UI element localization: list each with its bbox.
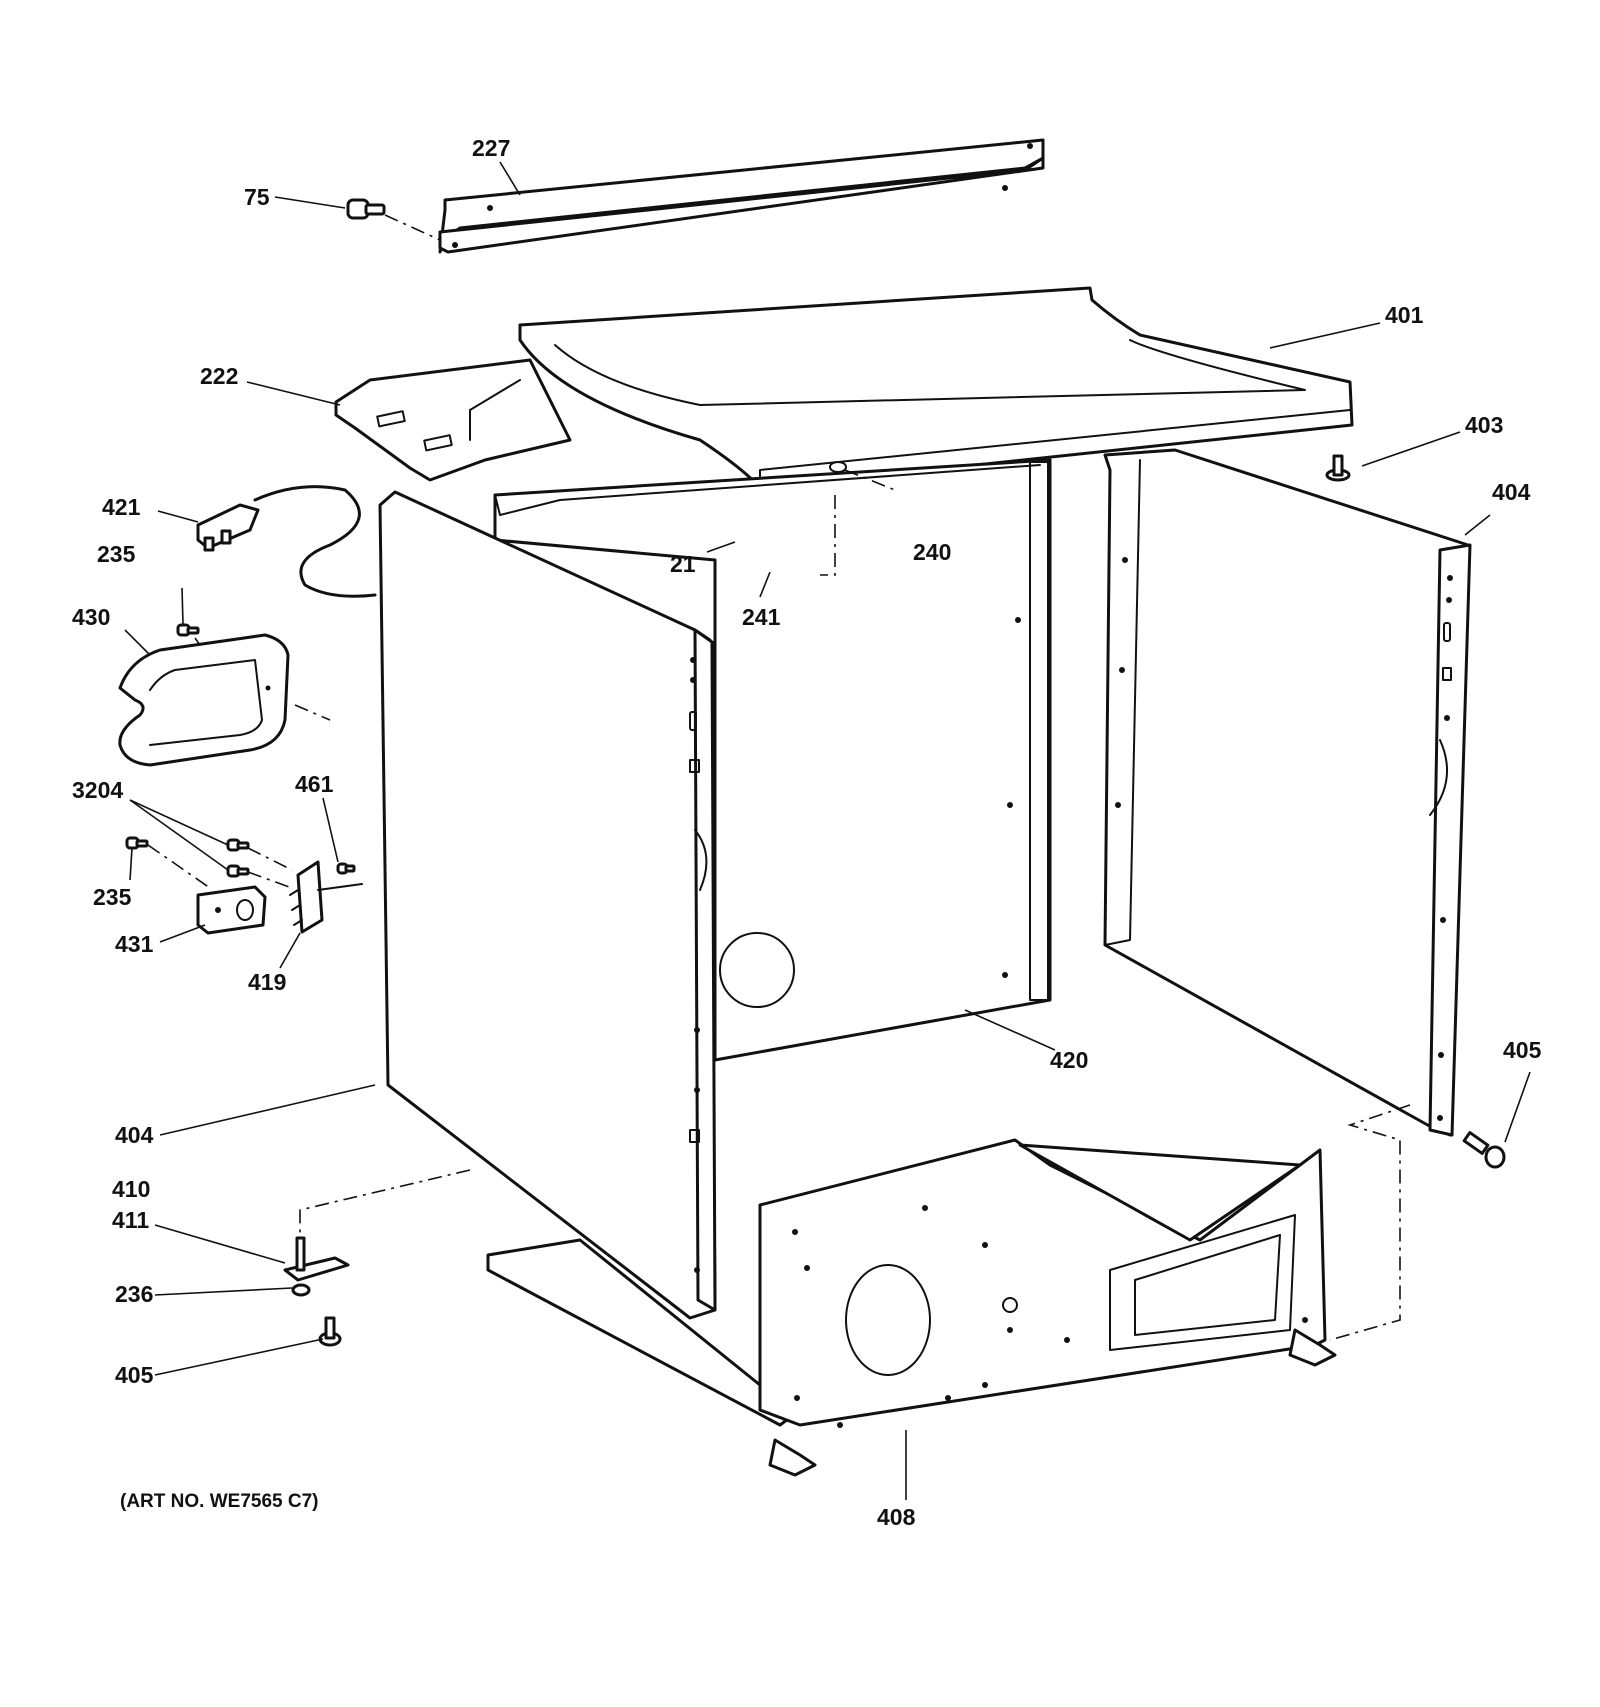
screw-3204-b [226,864,250,878]
callout-227: 227 [472,135,510,161]
callout-431: 431 [115,931,154,957]
bracket-431 [196,885,267,935]
side-panel-404-left [378,490,717,1320]
callout-235-upper: 235 [97,541,136,567]
cover-plate-430 [118,633,290,767]
callout-405-right: 405 [1503,1037,1542,1063]
callout-401: 401 [1385,302,1424,328]
leader-lines [124,161,1531,1500]
callout-408: 408 [877,1504,916,1530]
callout-240: 240 [913,539,951,565]
callout-75: 75 [244,184,270,210]
power-cord-421 [196,485,377,598]
screw-75 [346,198,386,220]
callout-430: 430 [72,604,110,630]
side-panel-404-right [1103,448,1472,1137]
screw-3204-a [226,838,250,852]
screw-235-lower [125,836,149,850]
callout-3204: 3204 [72,777,123,803]
callout-403: 403 [1465,412,1503,438]
callout-405-left: 405 [115,1362,154,1388]
callout-236: 236 [115,1281,153,1307]
callout-419: 419 [248,969,286,995]
callout-420: 420 [1050,1047,1088,1073]
screw-403 [1325,454,1351,482]
callout-421: 421 [102,494,141,520]
art-number: (ART NO. WE7565 C7) [120,1491,318,1512]
screw-235-upper [176,623,200,637]
base-frame-408 [486,1138,1337,1477]
leveling-leg-410-411 [283,1236,350,1282]
callout-235-lower: 235 [93,884,132,910]
top-panel-401 [518,286,1354,490]
callout-222: 222 [200,363,238,389]
foot-pad-236 [291,1283,311,1297]
leg-405-right [1462,1131,1506,1169]
callout-461: 461 [295,771,334,797]
leg-405-left [318,1316,342,1347]
terminal-block-419 [289,860,363,934]
callout-21: 21 [670,551,696,577]
top-bracket-222 [334,358,572,482]
callout-410: 410 [112,1176,150,1202]
top-bracket-227 [438,138,1045,254]
callout-241: 241 [742,604,781,630]
callout-labels: 227 75 401 222 403 404 421 240 235 21 24… [72,135,1542,1530]
callout-411: 411 [112,1207,149,1233]
callout-404-right: 404 [1492,479,1531,505]
screw-461 [336,862,356,875]
callout-404-left: 404 [115,1122,154,1148]
